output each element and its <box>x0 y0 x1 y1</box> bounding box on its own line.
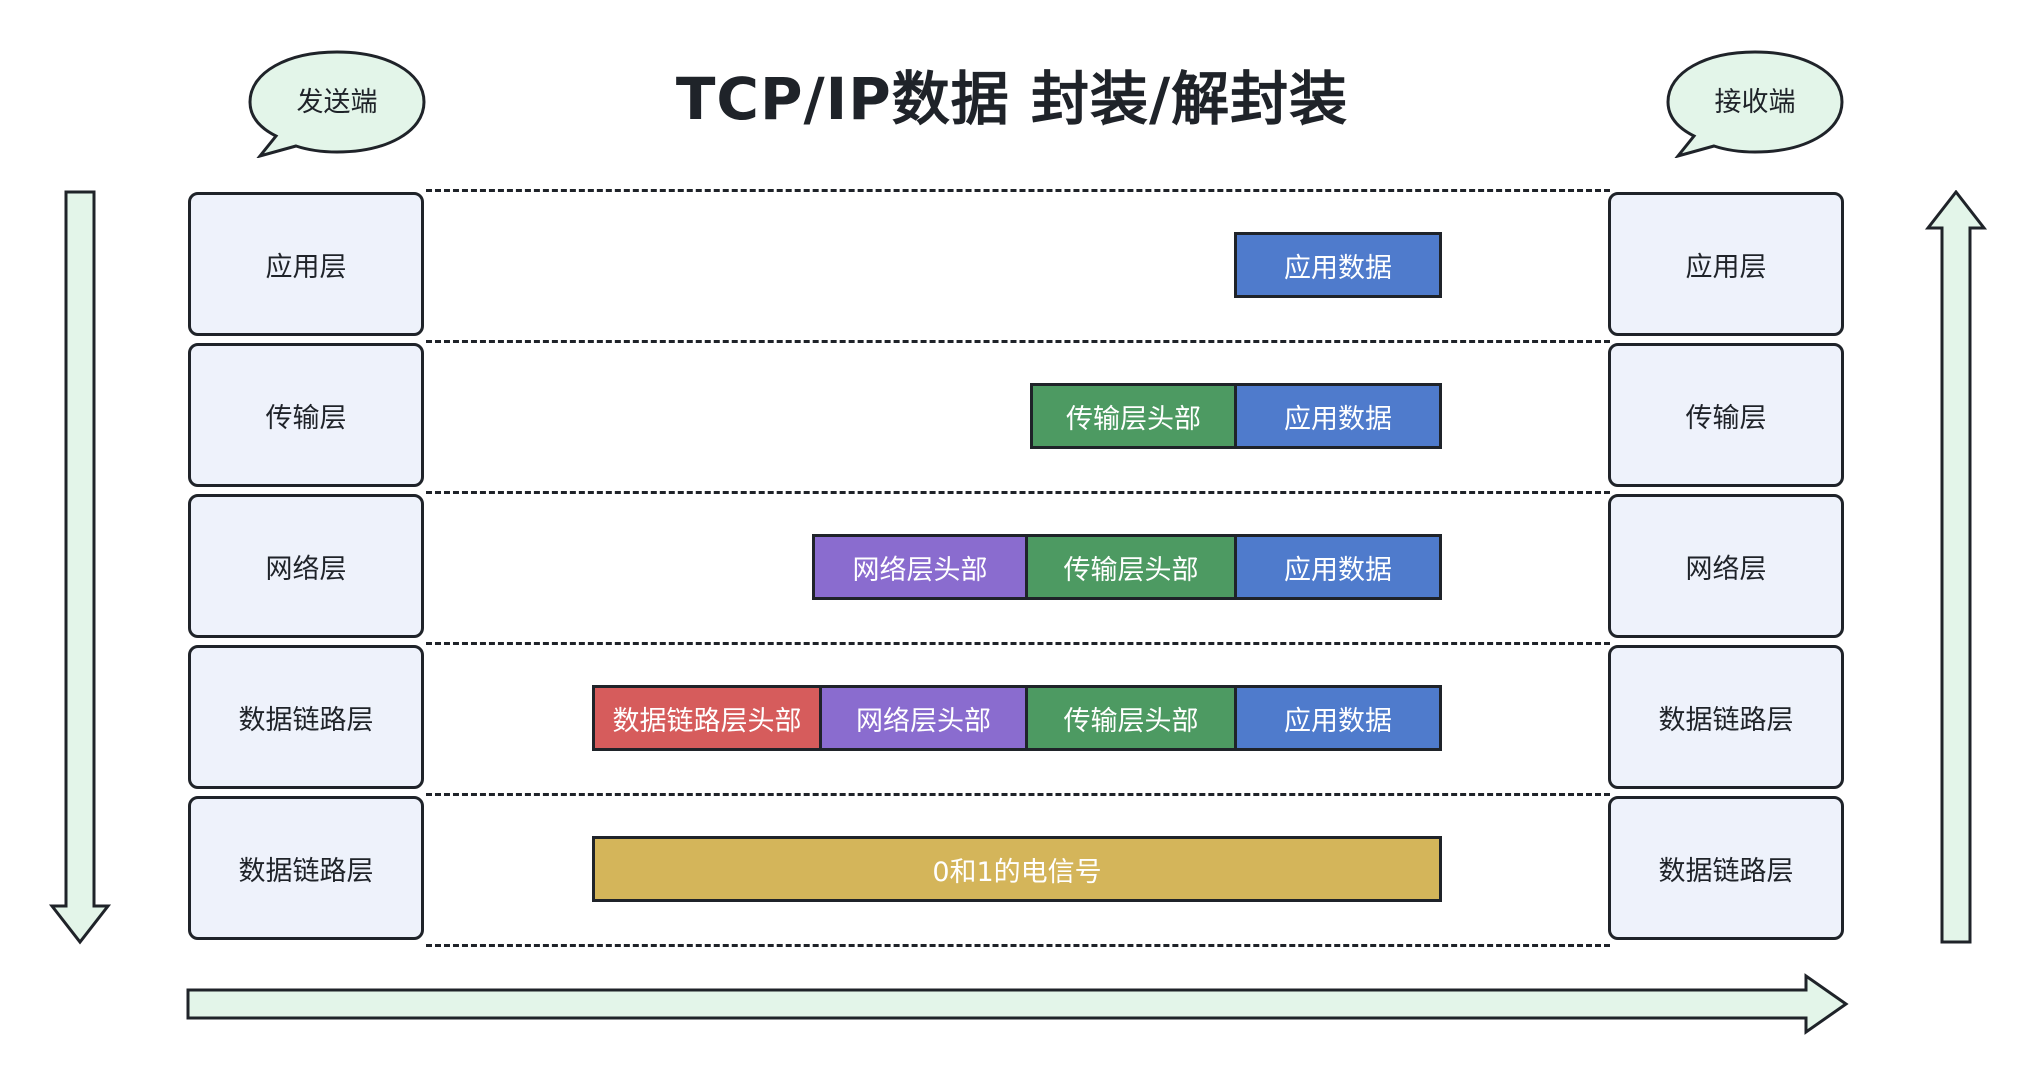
separator-line <box>426 944 1610 947</box>
packet-network-header: 网络层头部 <box>812 534 1028 600</box>
packet-transport-header: 传输层头部 <box>1025 685 1237 751</box>
packet-transport-header: 传输层头部 <box>1030 383 1237 449</box>
packet-app-data: 应用数据 <box>1234 232 1442 298</box>
separator-line <box>426 189 1610 192</box>
up-arrow-icon <box>1924 190 1988 944</box>
down-arrow-icon <box>48 190 112 945</box>
receiver-layer-network: 网络层 <box>1608 494 1844 638</box>
speech-bubble-icon <box>1666 50 1844 158</box>
speech-bubble-icon <box>248 50 426 158</box>
packet-app-data: 应用数据 <box>1234 685 1442 751</box>
sender-layer-datalink: 数据链路层 <box>188 645 424 789</box>
sender-layer-network: 网络层 <box>188 494 424 638</box>
sender-layer-application: 应用层 <box>188 192 424 336</box>
separator-line <box>426 642 1610 645</box>
packet-app-data: 应用数据 <box>1234 383 1442 449</box>
sender-label: 发送端 <box>296 87 378 118</box>
sender-layer-transport: 传输层 <box>188 343 424 487</box>
sender-layer-physical: 数据链路层 <box>188 796 424 940</box>
receiver-layer-datalink: 数据链路层 <box>1608 645 1844 789</box>
packet-network-header: 网络层头部 <box>819 685 1028 751</box>
right-arrow-icon <box>186 973 1849 1035</box>
receiver-layer-application: 应用层 <box>1608 192 1844 336</box>
receiver-layer-physical: 数据链路层 <box>1608 796 1844 940</box>
packet-link-header: 数据链路层头部 <box>592 685 822 751</box>
diagram-title: TCP/IP数据 封装/解封装 <box>675 65 1349 133</box>
sender-bubble: 发送端 <box>246 48 428 158</box>
receiver-bubble: 接收端 <box>1664 48 1846 158</box>
packet-app-data: 应用数据 <box>1234 534 1442 600</box>
packet-transport-header: 传输层头部 <box>1025 534 1237 600</box>
separator-line <box>426 793 1610 796</box>
receiver-layer-transport: 传输层 <box>1608 343 1844 487</box>
receiver-label: 接收端 <box>1714 87 1796 118</box>
separator-line <box>426 491 1610 494</box>
packet-electrical-signal: 0和1的电信号 <box>592 836 1442 902</box>
separator-line <box>426 340 1610 343</box>
